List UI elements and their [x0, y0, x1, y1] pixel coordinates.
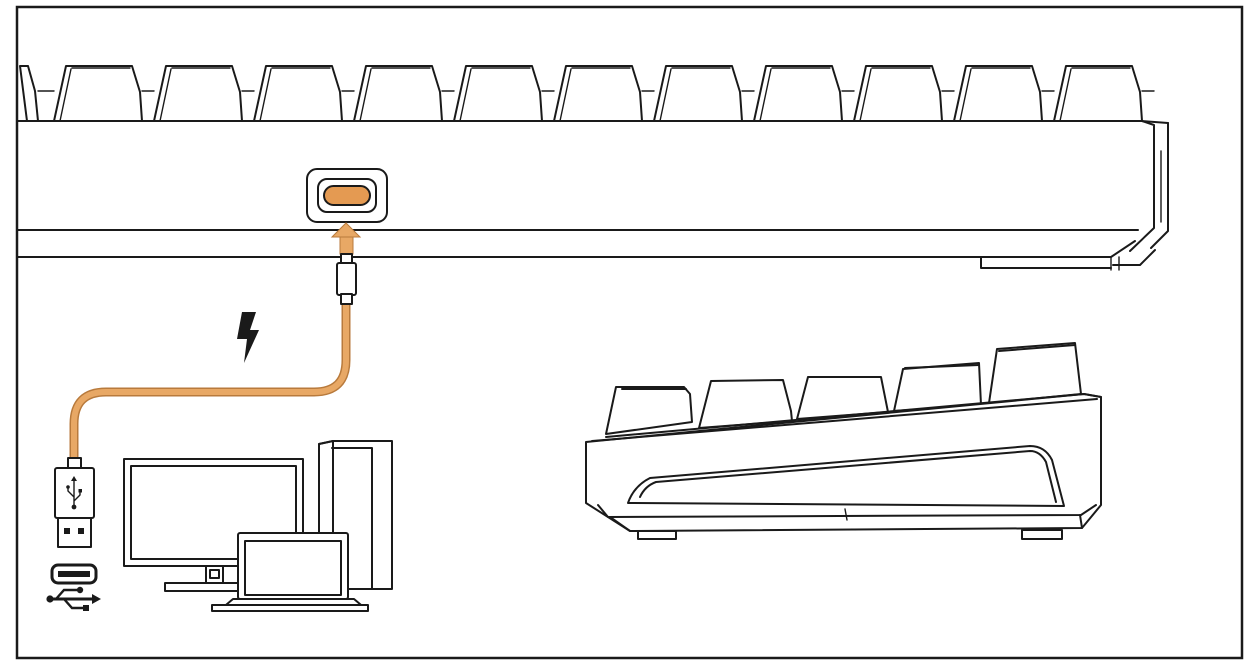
lightning-bolt-icon: [237, 312, 259, 363]
keyboard-back-view: [17, 65, 1169, 271]
keycap: [853, 65, 943, 122]
keycap-edge: [559, 67, 631, 122]
side-cutout: [627, 445, 1065, 507]
keycap-edge: [359, 67, 431, 122]
keycap: [553, 65, 643, 122]
usb-a-plug: [54, 457, 95, 548]
usb-trident-icon: [46, 586, 101, 611]
keycap: [53, 65, 143, 122]
side-foot: [637, 530, 677, 540]
keycap-edge: [659, 67, 731, 122]
cable-wire: [71, 301, 349, 461]
insert-arrow: [330, 222, 362, 255]
side-foot: [1021, 529, 1063, 540]
keycap-edge: [859, 67, 931, 122]
laptop: [211, 532, 369, 612]
keyboard-foot: [980, 256, 1112, 269]
keycap: [353, 65, 443, 122]
keyboard-top-plate: [17, 120, 1169, 124]
cable-wire-outline: [69, 299, 351, 463]
side-keycap: [988, 342, 1082, 404]
keycap: [453, 65, 543, 122]
keycap: [953, 65, 1043, 122]
keycap-edge: [759, 67, 831, 122]
keycap-edge: [459, 67, 531, 122]
keycap-edge: [159, 67, 231, 122]
keycap: [253, 65, 343, 122]
usb-a-port-icon: [50, 563, 98, 585]
keyboard-right-profile: [1112, 120, 1169, 266]
keycap: [153, 65, 243, 122]
keycap-partial: [19, 65, 39, 122]
keycap: [1053, 65, 1143, 122]
keycap-edge: [1059, 67, 1131, 122]
side-keycap: [605, 386, 693, 435]
usb-symbol-icon: [66, 476, 82, 510]
keycap-edge: [959, 67, 1031, 122]
keycap-edge: [259, 67, 331, 122]
keyboard-bottom-edge: [17, 240, 1136, 258]
frame-border: [15, 5, 1244, 660]
usb-c-plug: [336, 253, 357, 305]
keycap: [653, 65, 743, 122]
keyboard-usb-c-port: [306, 168, 388, 223]
keyboard-side-profile: [585, 342, 1102, 540]
keycap-edge: [59, 67, 131, 122]
keycap: [753, 65, 843, 122]
keycap-row: [19, 65, 1155, 122]
desktop-monitor: [123, 458, 304, 592]
usb-cable: [54, 222, 362, 548]
